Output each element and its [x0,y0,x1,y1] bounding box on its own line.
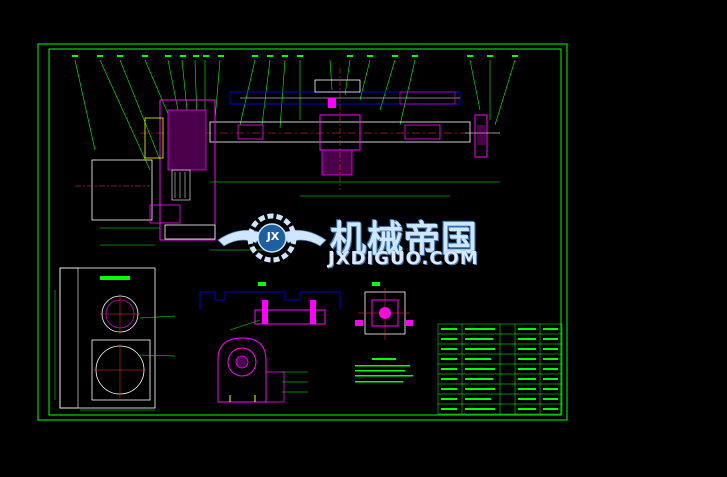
watermark-brand-cn: 机械帝国 [330,219,479,260]
parts-list-text [441,328,558,410]
watermark-logo [217,213,327,263]
leader-lines-top [74,59,516,171]
main-shaft-assembly [75,68,500,251]
flange-detail-view [355,282,413,340]
bracket-side-view [54,267,176,411]
watermark-brand-en: JXDIGUO.COM [328,248,479,269]
watermark-logo-letters: JX [266,230,280,243]
seat-detail-view [199,282,341,403]
technical-notes [355,358,413,383]
parts-list-table [437,323,563,415]
balloon-marks-top [72,55,518,57]
sheet-outer-border [37,43,568,421]
sheet-inner-border [48,48,562,416]
